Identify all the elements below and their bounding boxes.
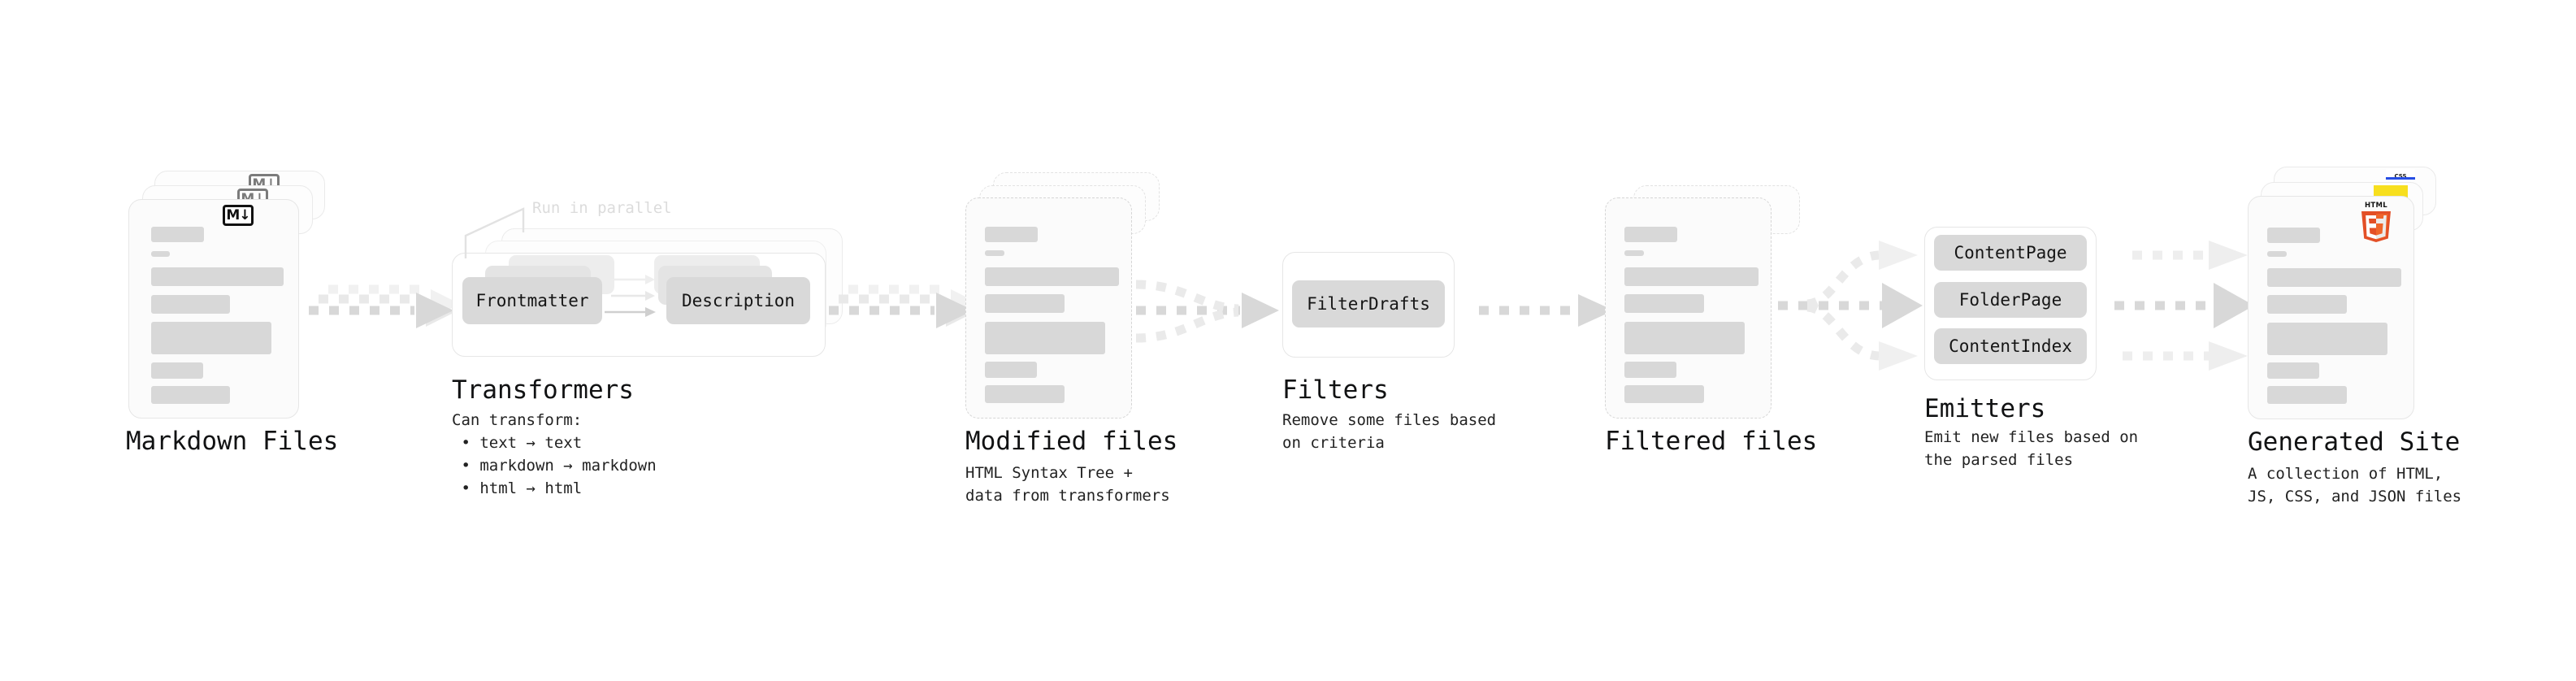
doc-bar bbox=[151, 295, 230, 314]
run-in-parallel-label: Run in parallel bbox=[532, 199, 672, 217]
transformer-node-frontmatter[interactable]: Frontmatter bbox=[462, 277, 602, 324]
html5-icon: HTML bbox=[2359, 202, 2393, 242]
connector-filters-to-filtered bbox=[1479, 294, 1614, 327]
doc-bar bbox=[151, 227, 204, 242]
doc-bar bbox=[1624, 250, 1644, 256]
markdown-card-front bbox=[128, 199, 299, 419]
doc-bar bbox=[985, 294, 1065, 313]
doc-bar bbox=[2267, 295, 2347, 314]
modified-card-front bbox=[965, 197, 1132, 419]
transformer-node-description[interactable]: Description bbox=[666, 277, 810, 324]
emitter-node-contentpage[interactable]: ContentPage bbox=[1934, 235, 2087, 271]
doc-bar bbox=[2267, 268, 2401, 287]
markdown-badge: M↓ bbox=[223, 205, 254, 226]
stage-desc-filters: Remove some files based on criteria bbox=[1282, 411, 1497, 452]
connector-md-to-transformers bbox=[309, 284, 460, 328]
doc-bar bbox=[985, 227, 1038, 242]
stage-title-transformers: Transformers bbox=[452, 375, 634, 405]
connector-transformers-to-modified bbox=[829, 284, 980, 328]
emitter-node-contentindex[interactable]: ContentIndex bbox=[1934, 328, 2087, 364]
stage-title-filters: Filters bbox=[1282, 375, 1389, 405]
doc-bar bbox=[985, 362, 1037, 378]
doc-bar bbox=[2267, 362, 2319, 379]
filter-node-filterdrafts[interactable]: FilterDrafts bbox=[1292, 280, 1445, 327]
doc-bar bbox=[985, 267, 1119, 286]
stage-desc-emitters: Emit new files based on the parsed files bbox=[1924, 428, 2139, 469]
doc-bar bbox=[2267, 228, 2320, 243]
doc-bar bbox=[2267, 251, 2287, 257]
connector-modified-to-filters bbox=[1135, 280, 1279, 343]
stage-title-filtered-files: Filtered files bbox=[1605, 427, 1818, 456]
stage-title-markdown-files: Markdown Files bbox=[126, 427, 339, 456]
doc-bar bbox=[1624, 227, 1677, 242]
run-in-parallel-bracket bbox=[464, 207, 525, 258]
doc-bar bbox=[2267, 386, 2347, 404]
doc-bar bbox=[1624, 294, 1704, 313]
doc-bar bbox=[1624, 322, 1745, 354]
doc-bar bbox=[985, 385, 1065, 403]
doc-bar bbox=[1624, 362, 1676, 378]
connector-filtered-to-emitters bbox=[1778, 241, 1923, 371]
stage-desc-modified-files: HTML Syntax Tree + data from transformer… bbox=[965, 464, 1170, 505]
connector-emitters-to-site bbox=[2114, 241, 2254, 371]
filtered-card-front bbox=[1605, 197, 1772, 419]
doc-bar bbox=[2267, 323, 2387, 355]
stage-title-emitters: Emitters bbox=[1924, 394, 2046, 423]
stage-desc-transformers: Can transform: • text → text • markdown … bbox=[452, 411, 657, 497]
doc-bar bbox=[151, 251, 170, 257]
doc-bar bbox=[1624, 267, 1759, 286]
css-badge: CSS bbox=[2386, 169, 2415, 180]
stage-title-generated-site: Generated Site bbox=[2248, 427, 2461, 457]
stage-desc-generated-site: A collection of HTML, JS, CSS, and JSON … bbox=[2248, 465, 2462, 505]
transformer-inner-arrows bbox=[605, 275, 656, 317]
doc-bar bbox=[151, 267, 284, 286]
doc-bar bbox=[985, 322, 1105, 354]
stage-title-modified-files: Modified files bbox=[965, 427, 1178, 456]
doc-bar bbox=[151, 386, 230, 404]
doc-bar bbox=[151, 322, 271, 354]
emitter-node-folderpage[interactable]: FolderPage bbox=[1934, 282, 2087, 318]
doc-bar bbox=[151, 362, 203, 379]
doc-bar bbox=[1624, 385, 1704, 403]
doc-bar bbox=[985, 250, 1004, 256]
